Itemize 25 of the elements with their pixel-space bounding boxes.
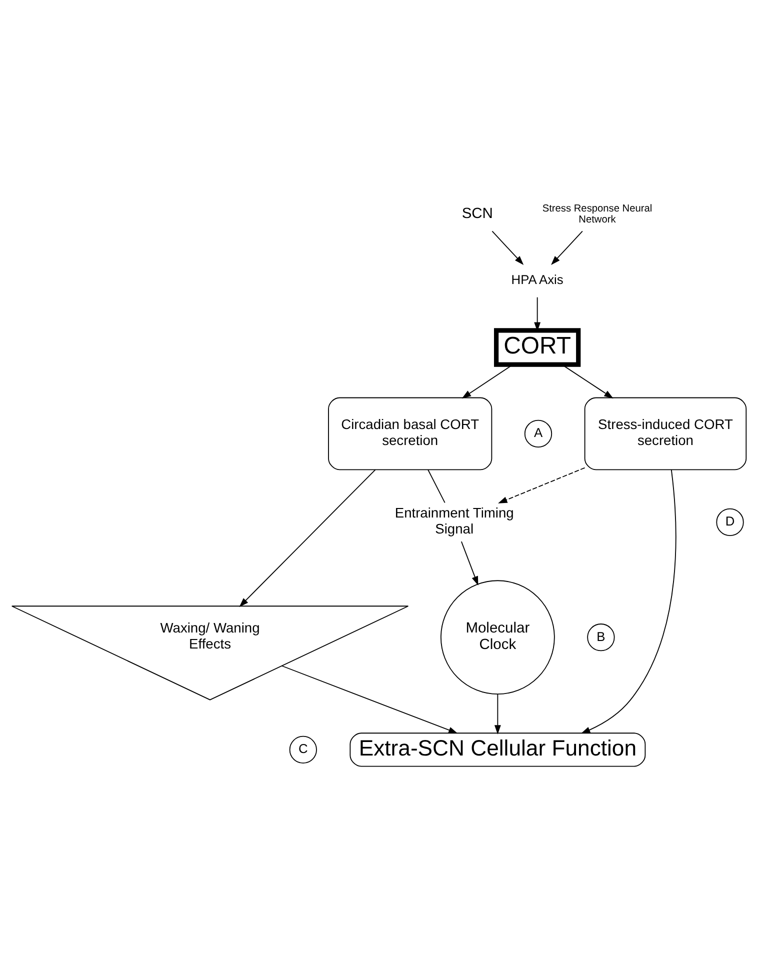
arrow xyxy=(494,694,501,734)
node-box: CORT xyxy=(494,328,581,367)
connector xyxy=(428,469,446,504)
node-box: Circadian basal CORT secretion xyxy=(328,397,492,470)
arrow xyxy=(580,469,676,734)
node-text: HPA Axis xyxy=(511,272,564,288)
node-circle: C xyxy=(289,736,317,764)
arrow xyxy=(492,230,524,265)
node-box: Extra-SCN Cellular Function xyxy=(350,732,646,767)
node-text: Entrainment Timing Signal xyxy=(394,504,514,536)
arrow xyxy=(562,364,614,398)
node-text: Stress Response Neural Network xyxy=(542,203,652,226)
node-circle: A xyxy=(524,420,552,448)
node-circle: B xyxy=(587,624,615,652)
node-text: SCN xyxy=(462,206,493,222)
node-circle: Molecular Clock xyxy=(440,580,555,695)
arrow xyxy=(534,296,541,332)
arrow xyxy=(281,665,458,734)
arrow xyxy=(239,469,376,607)
arrow xyxy=(551,230,583,265)
arrow xyxy=(460,541,478,586)
node-circle: D xyxy=(716,508,744,536)
node-box: Stress-induced CORT secretion xyxy=(584,397,747,470)
arrow xyxy=(498,467,586,504)
arrow xyxy=(462,364,514,398)
